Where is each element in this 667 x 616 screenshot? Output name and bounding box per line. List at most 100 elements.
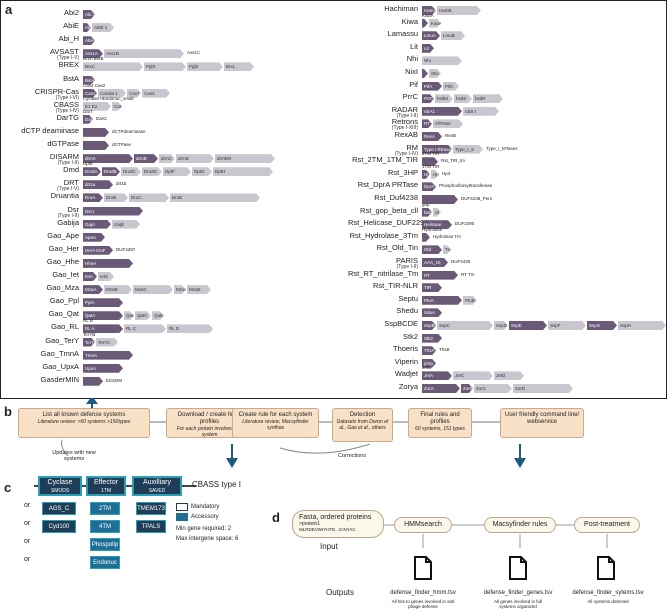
updates-label: Updates with new systems <box>52 450 96 462</box>
gene-arrow <box>83 377 103 386</box>
gene-arrow: UpxA <box>83 364 123 373</box>
gene-arrow: Hp1 <box>424 171 430 177</box>
gene-arrow: Cas3 <box>142 89 170 98</box>
system-name: dGTPase <box>47 139 79 148</box>
gene-arrow: IetS <box>98 272 114 281</box>
gene-arrow: BrxL <box>224 62 254 71</box>
cbass-legend: Mandatory Accessory <box>176 503 236 547</box>
system-name: BstA <box>63 73 79 83</box>
system-name: Hachiman <box>384 4 418 13</box>
system-type-range: (Type I-II) <box>57 160 79 167</box>
gene-after-label: dCTPdeaminase <box>112 128 146 134</box>
system-name: Gao_Qat <box>48 309 79 319</box>
system-name: DarTG <box>56 112 80 122</box>
gene-arrow: drmD <box>176 154 214 163</box>
panel-a-label: a <box>5 2 13 17</box>
or-label: or <box>24 520 31 527</box>
gene-arrow: PifA <box>422 82 442 91</box>
gene-arrow: RL D <box>167 324 213 333</box>
gene-arrow: ZorA <box>422 384 460 393</box>
gene-after-label: ThsB <box>439 347 450 353</box>
gene-arrow: SspH <box>618 321 666 330</box>
system-name: PrrC <box>402 92 418 102</box>
system-name: PARIS(Type I-II) <box>348 257 418 270</box>
system-name: Gao_Her <box>48 243 79 253</box>
system-name: Rst_Old_Tin <box>376 243 418 253</box>
gene-arrow: JetA <box>422 371 452 380</box>
system-name: Zorya <box>398 382 418 391</box>
gene-arrow: pVip <box>422 359 436 368</box>
system-name: DISARM(Type I-II) <box>9 153 79 166</box>
gene-arrow <box>422 157 438 166</box>
gene-arrow: PplA <box>83 298 123 307</box>
system-type-range: (Type I-II) <box>396 264 418 270</box>
gene-arrow: KwaB <box>431 20 440 26</box>
gene-after-label: bGSDM <box>106 377 123 383</box>
gene-arrow: StIx <box>429 69 441 78</box>
system-name: Wadjet <box>394 369 418 379</box>
system-name: Pif <box>409 79 418 89</box>
gene-arrow: ATPase <box>433 119 463 128</box>
file-icon <box>509 556 527 580</box>
gene-arrow: RT <box>422 119 432 128</box>
gene-arrow: TerYC <box>96 338 118 347</box>
gene-after-label: DUF4435 <box>451 259 471 264</box>
max-space-label: Max intergene space: 6 <box>176 536 239 542</box>
system-type-range: (Type I-V) <box>57 186 79 193</box>
gene-arrow: hsdM <box>435 94 453 103</box>
gene-above-label: 2TM TIR <box>422 151 440 157</box>
system-name: Viperin <box>394 356 418 366</box>
gene-after-label: dGTPase <box>112 142 132 147</box>
gene-arrow: drmA <box>83 154 133 163</box>
gene-arrow: SspD <box>496 323 508 328</box>
system-type-range: (Type I-V) <box>57 55 79 62</box>
system-name: Rst_TIR-NLR <box>372 281 418 291</box>
file-icon <box>414 556 432 580</box>
gene-arrow: MzaD <box>176 287 185 293</box>
gene-arrow: HerA DUF <box>83 246 113 255</box>
gene-arrow: Old <box>422 245 442 254</box>
gene-arrow: Cap <box>114 103 122 109</box>
panel-b-label: b <box>4 404 12 419</box>
b-step-4: Detection Datasets from Doron et al., Ga… <box>332 408 393 442</box>
system-name: CBASS(Type I-IV) <box>9 100 79 114</box>
gene-arrow: HheA <box>83 259 133 268</box>
gene-arrow: ApeA <box>83 233 105 242</box>
gene-arrow: AbiE 1 <box>92 23 114 32</box>
panel-c-label: c <box>4 480 12 495</box>
gene-arrow: QatB <box>126 313 134 319</box>
gene-arrow: PrrC <box>424 96 434 102</box>
output-file-name: defense_finder_genes.tsv <box>483 590 553 596</box>
gene-arrow: rdrB I <box>463 107 499 116</box>
system-name: Dsr(Type I-II) <box>9 205 79 219</box>
gene-arrow: hsdR <box>473 94 503 103</box>
gene-arrow: TerYA <box>85 339 94 345</box>
gene-arrow: Type_I_S <box>453 145 483 154</box>
gene-arrow: MzaE <box>187 285 211 294</box>
gene-arrow: SduA <box>422 308 442 317</box>
system-name: Rst_DprA PRTase <box>357 180 418 190</box>
outputs-label: Outputs <box>326 588 355 597</box>
alt-cyclase: Cyd100 <box>42 520 76 533</box>
system-name: AbiE <box>63 21 79 31</box>
gene-above-label: Cas4 Cas2 <box>83 82 106 88</box>
corrections-loop <box>279 443 371 454</box>
gene-arrow: TIR <box>422 283 442 292</box>
gene-arrow: Cas1 <box>85 90 96 96</box>
